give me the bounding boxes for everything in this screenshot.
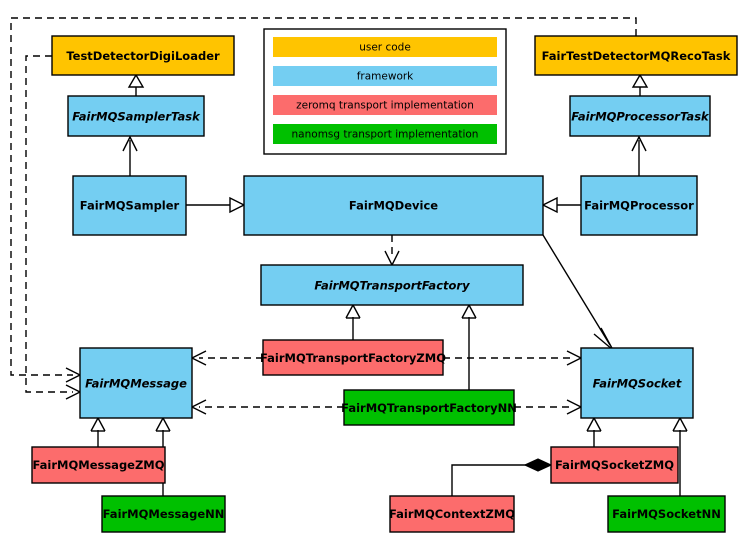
node-label-fairmqtransportfactory: FairMQTransportFactory <box>314 279 470 293</box>
node-testdetectordigiloader[interactable]: TestDetectorDigiLoader <box>51 35 235 76</box>
legend: user code framework zeromq transport imp… <box>263 28 507 155</box>
edge-samplertask-to-digiloader <box>127 73 145 96</box>
node-fairmqprocessortask[interactable]: FairMQProcessorTask <box>569 95 711 137</box>
node-label-fairmqmessagenn: FairMQMessageNN <box>103 507 225 521</box>
legend-item-user-code: user code <box>273 37 497 57</box>
node-label-fairmqprocessortask: FairMQProcessorTask <box>571 110 710 124</box>
edge-sampler-to-samplertask <box>122 135 138 176</box>
legend-label-zeromq: zeromq transport implementation <box>296 100 474 112</box>
edge-processor-to-processortask <box>631 135 647 176</box>
legend-label-framework: framework <box>357 71 414 83</box>
legend-item-framework: framework <box>273 66 497 86</box>
edge-socketzmq-to-contextzmq <box>451 458 553 496</box>
legend-item-nanomsg: nanomsg transport implementation <box>273 124 497 144</box>
node-fairmqmessagezmq[interactable]: FairMQMessageZMQ <box>31 446 166 484</box>
node-label-fairmqtransportfactorynn: FairMQTransportFactoryNN <box>341 401 517 415</box>
edge-processortask-to-recotask <box>631 73 649 96</box>
node-fairmqsamplertask[interactable]: FairMQSamplerTask <box>67 95 205 137</box>
node-fairmqsampler[interactable]: FairMQSampler <box>72 175 187 236</box>
node-label-fairmqcontextzmq: FairMQContextZMQ <box>389 507 515 521</box>
node-fairtestdetectormqrecotask[interactable]: FairTestDetectorMQRecoTask <box>534 35 738 76</box>
node-fairmqmessagenn[interactable]: FairMQMessageNN <box>101 495 226 533</box>
node-label-fairmqsocketzmq: FairMQSocketZMQ <box>555 458 674 472</box>
node-label-fairmqsocket: FairMQSocket <box>593 377 682 391</box>
node-fairmqsocket[interactable]: FairMQSocket <box>580 347 694 419</box>
edge-sampler-to-device <box>186 196 246 214</box>
legend-item-zeromq: zeromq transport implementation <box>273 95 497 115</box>
node-label-fairmqmessage: FairMQMessage <box>85 377 187 391</box>
edge-processor-to-device <box>541 196 581 214</box>
node-label-testdetectordigiloader: TestDetectorDigiLoader <box>66 49 220 63</box>
node-label-fairmqsamplertask: FairMQSamplerTask <box>72 110 201 124</box>
node-fairmqsocketnn[interactable]: FairMQSocketNN <box>607 495 726 533</box>
legend-label-user-code: user code <box>359 42 411 54</box>
node-label-fairmqprocessor: FairMQProcessor <box>584 199 694 213</box>
node-fairmqprocessor[interactable]: FairMQProcessor <box>580 175 698 236</box>
node-label-fairmqdevice: FairMQDevice <box>349 199 438 213</box>
node-label-fairmqsampler: FairMQSampler <box>80 199 180 213</box>
node-fairmqtransportfactorynn[interactable]: FairMQTransportFactoryNN <box>341 389 517 426</box>
node-fairmqcontextzmq[interactable]: FairMQContextZMQ <box>389 495 515 533</box>
node-label-fairtestdetectormqrecotask: FairTestDetectorMQRecoTask <box>542 49 731 63</box>
node-label-fairmqtransportfactoryzmq: FairMQTransportFactoryZMQ <box>260 351 446 365</box>
node-fairmqtransportfactory[interactable]: FairMQTransportFactory <box>260 264 524 306</box>
node-fairmqtransportfactoryzmq[interactable]: FairMQTransportFactoryZMQ <box>260 339 446 376</box>
node-fairmqsocketzmq[interactable]: FairMQSocketZMQ <box>550 446 679 484</box>
legend-label-nanomsg: nanomsg transport implementation <box>292 129 479 141</box>
node-label-fairmqsocketnn: FairMQSocketNN <box>612 507 721 521</box>
node-label-fairmqmessagezmq: FairMQMessageZMQ <box>32 458 164 472</box>
node-fairmqdevice[interactable]: FairMQDevice <box>243 175 544 236</box>
node-fairmqmessage[interactable]: FairMQMessage <box>79 347 193 419</box>
